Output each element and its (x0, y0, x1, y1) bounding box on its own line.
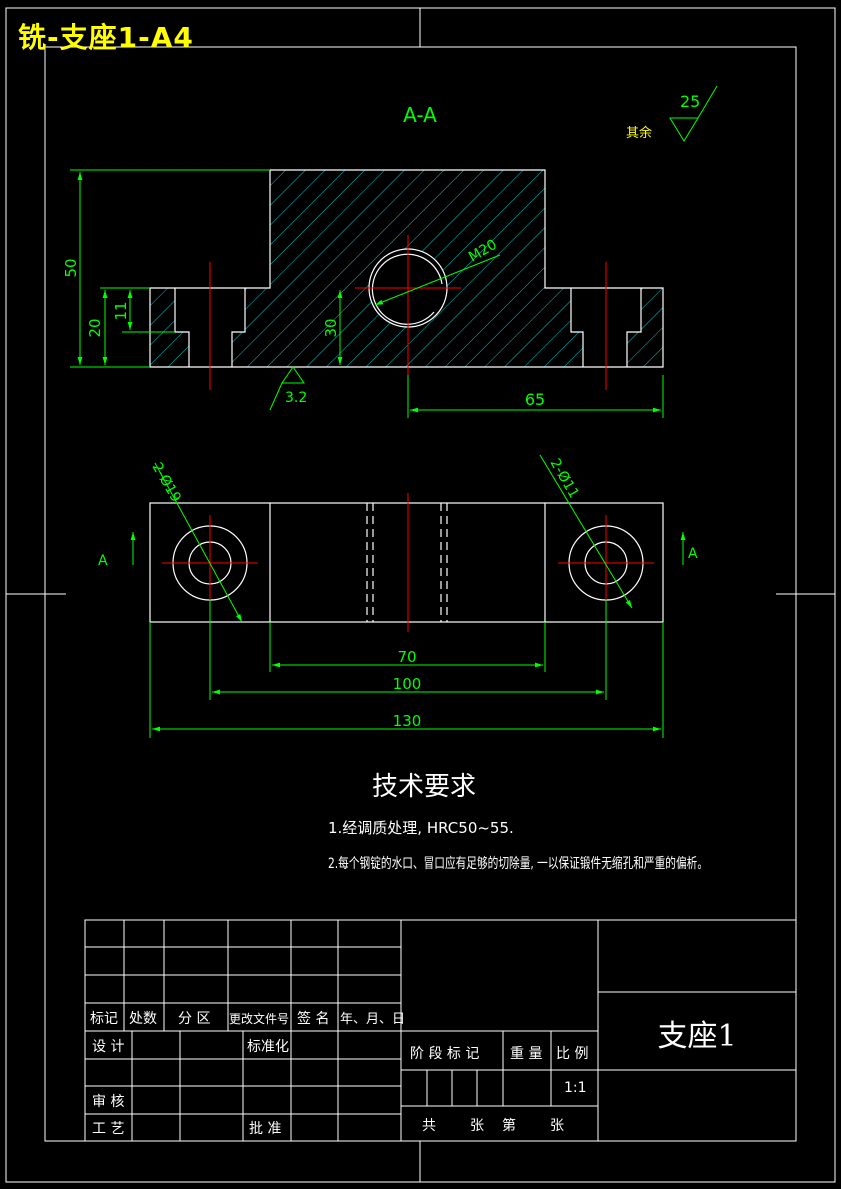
tb-header-zone: 分 区 (178, 1011, 210, 1027)
tb-header-date: 年、月、日 (340, 1012, 405, 1027)
dim-hole-spacing: 100 (393, 675, 422, 693)
dim-offset-right: 65 (525, 390, 545, 409)
tb-header-sign: 签 名 (297, 1010, 329, 1027)
section-marker-left: A (98, 553, 108, 569)
tech-requirement-2: 2.每个钢锭的水口、冒口应有足够的切除量, 一以保证锻件无缩孔和严重的偏析。 (328, 855, 708, 872)
top-view: 2-Ø19 2-Ø11 70 100 130 A A (98, 454, 698, 738)
tb-header-mark: 标记 (90, 1011, 118, 1027)
dim-overall-length: 130 (393, 712, 422, 730)
dim-slot-width: 70 (397, 648, 416, 666)
tb-header-doc: 更改文件号 (229, 1011, 289, 1026)
tb-sheet-no-unit: 张 (550, 1118, 564, 1134)
tb-sheet-no: 第 (502, 1117, 516, 1134)
dim-height-left: 20 (86, 318, 104, 337)
tb-stage-mark: 阶 段 标 记 (410, 1046, 479, 1062)
dim-height-total: 50 (62, 258, 80, 277)
sheet-title: 铣-支座1-A4 (18, 21, 194, 54)
tb-part-name: 支座1 (657, 1019, 736, 1054)
section-marker-right: A (688, 546, 698, 562)
title-block: 标记 处数 分 区 更改文件号 签 名 年、月、日 设 计 标准化 审 核 工 … (84, 919, 797, 1142)
section-label: A-A (403, 103, 437, 127)
section-view: 50 20 11 30 M20 65 3.2 (62, 169, 664, 418)
tb-design: 设 计 (92, 1039, 124, 1055)
tb-weight: 重 量 (510, 1046, 542, 1062)
dim-height-center: 30 (322, 318, 340, 337)
tb-scale-label: 比 例 (556, 1046, 588, 1062)
tb-sheets-total: 共 (422, 1118, 436, 1134)
surface-finish-face: 3.2 (285, 390, 307, 406)
tb-process: 工 艺 (92, 1121, 124, 1137)
tech-requirements: 技术要求 1.经调质处理, HRC50~55. 2.每个钢锭的水口、冒口应有足够… (328, 772, 708, 872)
tb-standardize: 标准化 (247, 1039, 289, 1055)
surface-finish-rest: 其余 25 (626, 85, 718, 142)
dim-hole-left: 2-Ø19 (149, 460, 184, 505)
tb-approve: 批 准 (249, 1121, 281, 1137)
tb-sheets-unit: 张 (470, 1118, 484, 1134)
dim-hole-right: 2-Ø11 (547, 456, 582, 501)
surface-finish-rest-value: 25 (680, 92, 700, 111)
dim-counterbore-depth: 11 (112, 301, 130, 320)
tb-header-count: 处数 (129, 1011, 157, 1027)
surface-finish-rest-label: 其余 (626, 125, 652, 141)
tb-review: 审 核 (92, 1094, 124, 1110)
tech-requirement-1: 1.经调质处理, HRC50~55. (328, 819, 514, 837)
tech-requirements-heading: 技术要求 (372, 772, 476, 802)
tb-scale-value: 1:1 (564, 1080, 587, 1096)
